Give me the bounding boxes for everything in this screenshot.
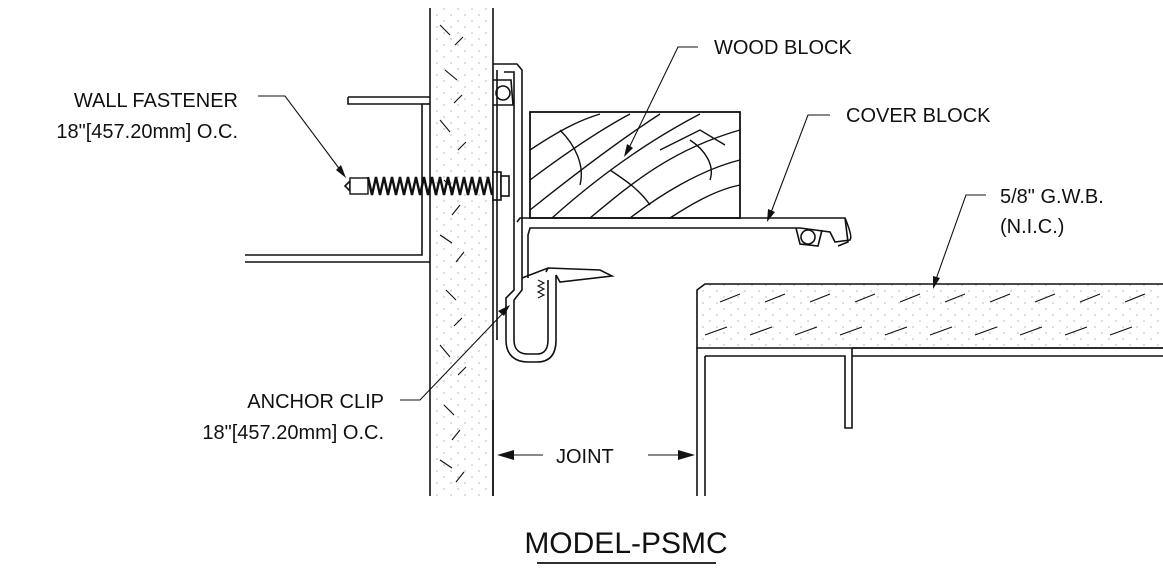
right-gwb bbox=[696, 283, 1163, 349]
anchor-clip-spacing-label: 18"[457.20mm] O.C. bbox=[202, 422, 384, 444]
joint-label: JOINT bbox=[556, 446, 614, 468]
cover-block bbox=[516, 217, 852, 278]
gwb-label: 5/8" G.W.B. bbox=[1000, 186, 1104, 208]
wall-fastener-label: WALL FASTENER bbox=[74, 90, 238, 112]
gwb-hatch bbox=[704, 293, 1146, 336]
anchor-clip-label: ANCHOR CLIP bbox=[247, 391, 384, 413]
joint-dimension: JOINT bbox=[492, 400, 695, 496]
wood-grain bbox=[529, 113, 741, 219]
left-wall bbox=[429, 8, 494, 496]
cover-block-label: COVER BLOCK bbox=[846, 105, 991, 127]
leaders bbox=[258, 46, 986, 401]
drawing-title: MODEL-PSMC bbox=[524, 527, 727, 560]
wood-block-label: WOOD BLOCK bbox=[714, 37, 852, 59]
wall-fastener-spacing-label: 18"[457.20mm] O.C. bbox=[56, 121, 238, 143]
gwb-nic-label: (N.I.C.) bbox=[1000, 216, 1064, 238]
right-stud bbox=[696, 347, 1163, 496]
wood-block bbox=[529, 111, 741, 219]
left-stud bbox=[245, 96, 430, 263]
anchor-clip bbox=[493, 63, 615, 363]
